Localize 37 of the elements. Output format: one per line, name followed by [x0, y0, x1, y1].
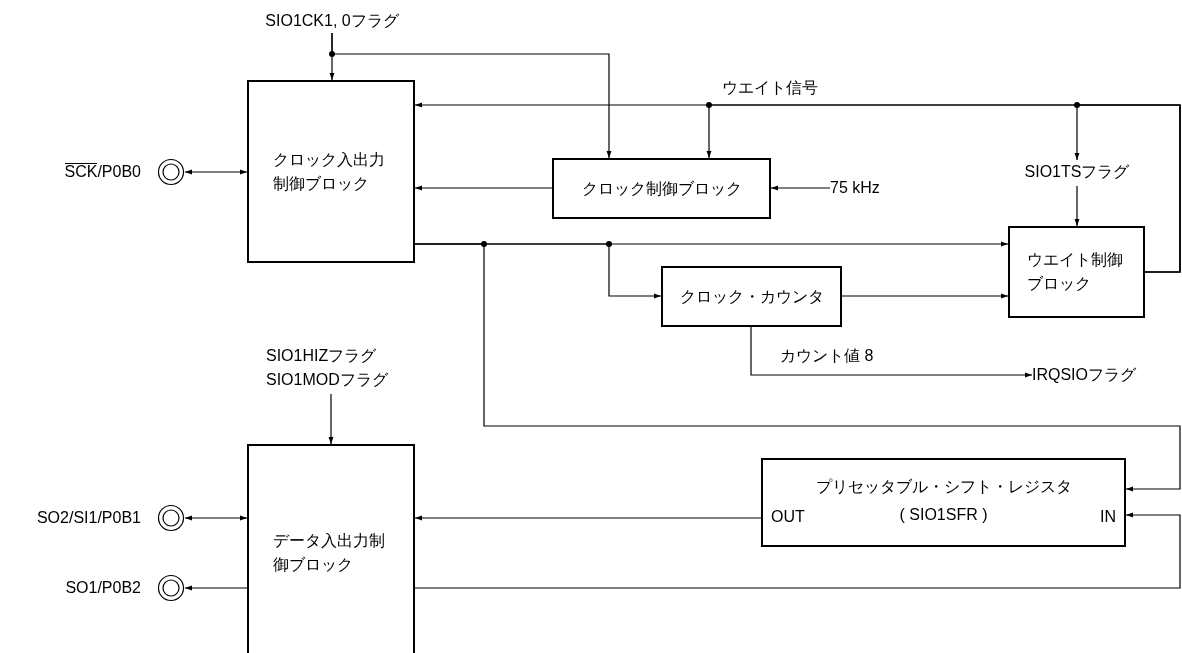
arrow: [414, 512, 1181, 589]
block-box: [661, 266, 842, 327]
block-box: [247, 80, 415, 263]
flag-label: SIO1CK1, 0フラグ: [262, 9, 402, 33]
block-box: [552, 158, 771, 219]
block-box: [1008, 226, 1145, 318]
block-label: クロック・カウンタ: [679, 286, 824, 307]
port-label: IN: [1100, 507, 1116, 527]
block-label: プリセッタブル・シフト・レジスタ: [815, 477, 1072, 497]
arrow: [414, 243, 1181, 492]
frequency-label: 75 kHz: [830, 176, 900, 200]
block-label: ウエイト制御ブロック: [1026, 250, 1124, 294]
arrow: [750, 326, 1033, 378]
arrow: [841, 293, 1009, 299]
pin-label: SO1/P0B2: [65, 578, 141, 598]
arrow: [184, 515, 248, 521]
pin-label: SO2/SI1/P0B1: [36, 508, 141, 528]
arrow: [770, 185, 831, 191]
block-label: クロック入出力制御ブロック: [273, 149, 386, 194]
arrow: [328, 393, 334, 445]
flag-label: SIO1HIZフラグ SIO1MODフラグ: [266, 344, 416, 392]
block-label: データ入出力制御ブロック: [273, 531, 386, 575]
block-label: クロック制御ブロック: [581, 178, 742, 199]
flag-label: SIO1TSフラグ: [1005, 160, 1149, 186]
arrow: [184, 585, 248, 591]
arrow: [414, 185, 553, 191]
arrow: [331, 32, 612, 159]
register-name: ( SIO1SFR ): [899, 505, 988, 525]
arrow: [414, 515, 762, 521]
arrow: [1074, 185, 1080, 227]
arrow: [184, 169, 248, 175]
register-box: [761, 458, 1126, 547]
block-box: [247, 444, 415, 653]
pin-label: SCK/P0B0: [64, 162, 141, 182]
arrow: [1074, 104, 1181, 273]
flag-label: IRQSIOフラグ: [1032, 363, 1172, 387]
port-label: OUT: [771, 507, 805, 527]
